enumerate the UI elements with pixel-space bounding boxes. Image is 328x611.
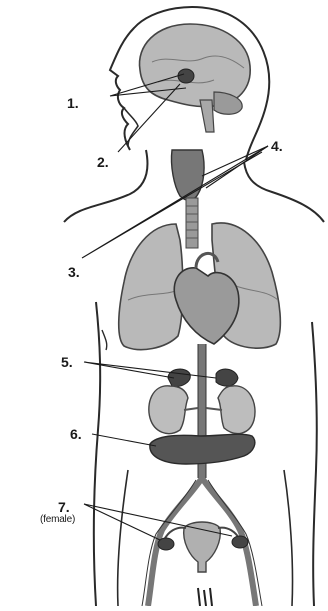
pituitary-gland: [178, 69, 194, 83]
left-kidney: [218, 386, 255, 434]
right-ovary: [158, 538, 174, 550]
label-7: 7.: [58, 500, 70, 514]
label-7-female-note: (female): [40, 515, 75, 525]
bottom-hatching: [198, 588, 212, 606]
brain: [139, 24, 250, 107]
hip-line-right: [284, 470, 293, 606]
neck-right: [244, 162, 324, 222]
torso-left-arm: [102, 330, 107, 350]
label-3: 3.: [68, 265, 80, 279]
label-5: 5.: [61, 355, 73, 369]
left-ovary: [232, 536, 248, 548]
left-adrenal-gland: [216, 369, 238, 386]
thyroid-gland: [171, 150, 204, 200]
leader-6: [92, 434, 156, 446]
brain-stem: [200, 100, 214, 132]
label-1: 1.: [67, 96, 79, 110]
label-4: 4.: [271, 139, 283, 153]
torso-right-side: [312, 322, 317, 606]
right-lung: [119, 224, 183, 350]
right-kidney: [149, 386, 188, 434]
label-6: 6.: [70, 427, 82, 441]
hip-line-left: [118, 470, 128, 606]
leader-5: [84, 362, 216, 378]
pancreas: [150, 434, 255, 464]
torso-left-side: [94, 302, 100, 606]
label-2: 2.: [97, 155, 109, 169]
